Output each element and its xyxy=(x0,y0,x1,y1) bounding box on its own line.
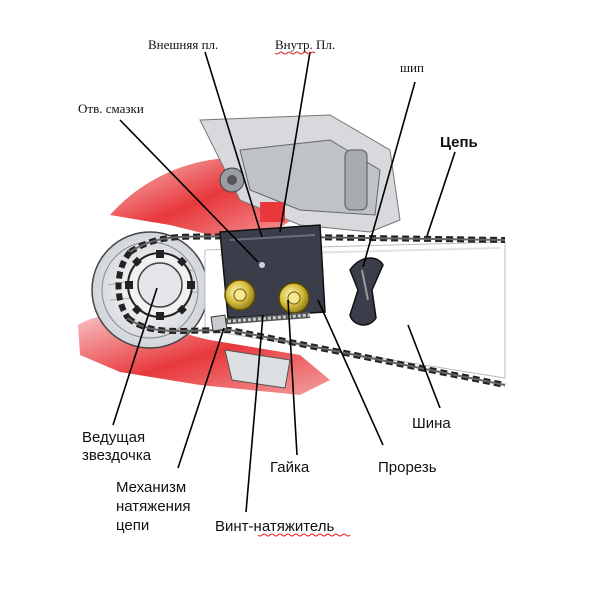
label-tension-mech-line2: натяжения xyxy=(116,498,190,515)
bar-nut-right xyxy=(278,282,310,314)
spellcheck-underline-inner-plate xyxy=(274,51,316,55)
leader-slot xyxy=(317,299,384,446)
spellcheck-underline-tension-screw xyxy=(257,533,351,537)
leader-bar xyxy=(407,324,441,409)
leader-outer-plate xyxy=(204,51,263,238)
label-oil-hole: Отв. смазки xyxy=(78,101,144,116)
label-outer-plate: Внешняя пл. xyxy=(148,37,218,52)
bar-slot xyxy=(349,257,384,326)
leader-tension-mech xyxy=(177,327,225,469)
label-slot: Прорезь xyxy=(378,459,437,476)
label-nut: Гайка xyxy=(270,459,310,476)
bar-nut-left xyxy=(224,279,256,311)
label-tension-mech-line3: цепи xyxy=(116,517,149,534)
drive-sprocket xyxy=(125,250,195,320)
leader-lines xyxy=(112,51,456,513)
tension-screw xyxy=(210,312,311,332)
label-spike: шип xyxy=(400,60,424,75)
label-bar: Шина xyxy=(412,415,451,432)
leader-chain xyxy=(426,151,456,237)
label-chain: Цепь xyxy=(440,134,478,151)
label-tension-mech-line1: Механизм xyxy=(116,479,186,496)
label-tension-screw: Винт-натяжитель xyxy=(215,518,335,535)
leader-oil-hole xyxy=(119,119,259,263)
leader-nut xyxy=(287,299,298,456)
leader-inner-plate xyxy=(279,51,311,233)
leader-drive-sprocket xyxy=(112,287,158,426)
leader-tension-screw xyxy=(245,314,264,513)
label-drive-sprocket-line2: звездочка xyxy=(82,447,152,464)
label-drive-sprocket-line1: Ведущая xyxy=(82,429,145,446)
label-inner-plate: Внутр. Пл. xyxy=(275,37,335,52)
leader-spike xyxy=(362,81,416,268)
